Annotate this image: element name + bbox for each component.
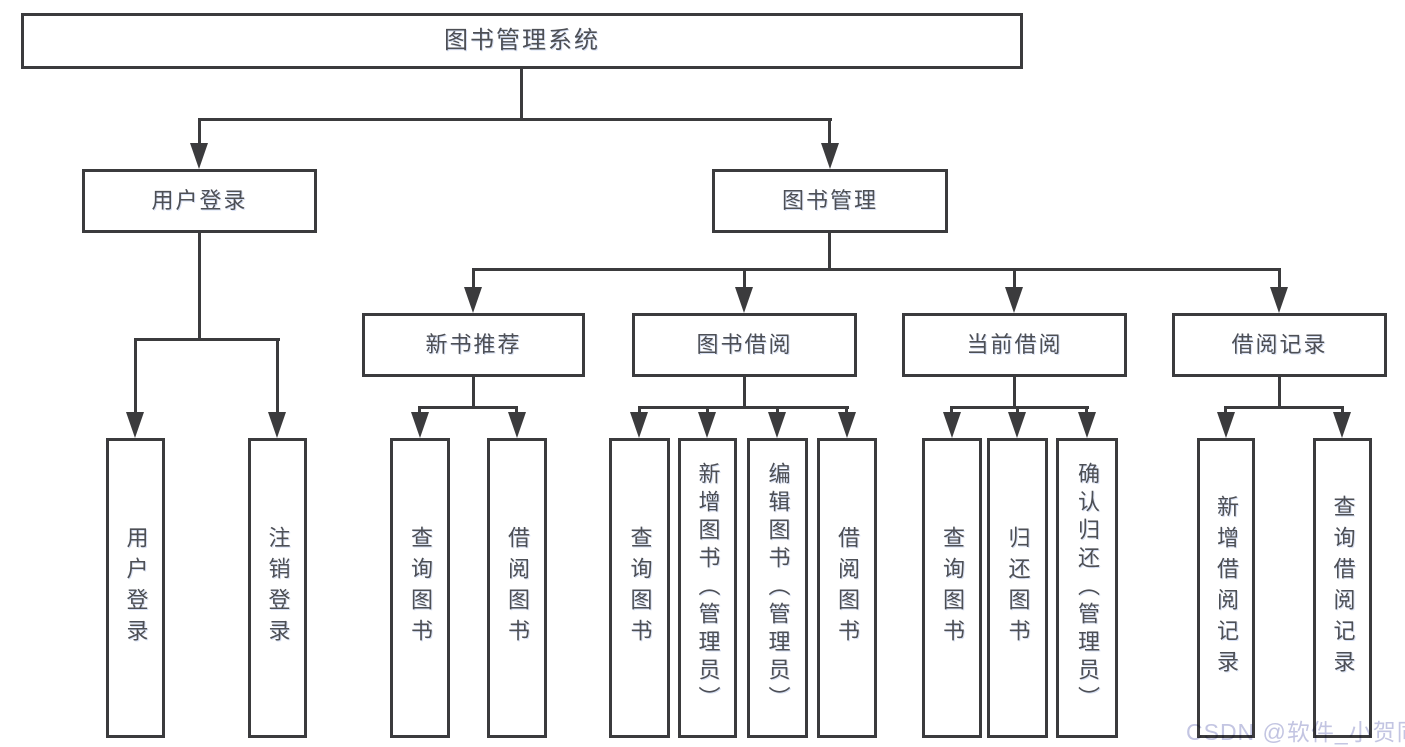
connector-line	[1278, 268, 1281, 290]
node-borrow-record: 借阅记录	[1172, 313, 1387, 377]
leaf-borrow-books-2: 借阅图书	[817, 438, 877, 738]
connector-line	[276, 338, 279, 414]
connector-line	[638, 406, 849, 409]
arrowhead-icon	[1008, 412, 1026, 438]
connector-line	[472, 268, 475, 290]
connector-line	[1224, 406, 1227, 414]
leaf-logout: 注销登录	[248, 438, 307, 738]
leaf-query-books-1: 查询图书	[390, 438, 450, 738]
leaf-confirm-return-admin: 确认归还（管理员）	[1056, 438, 1118, 738]
connector-line	[1013, 268, 1016, 290]
arrowhead-icon	[464, 287, 482, 313]
leaf-query-books-3: 查询图书	[922, 438, 982, 738]
csdn-watermark: CSDN @软件_小贺同学	[1186, 719, 1405, 745]
arrowhead-icon	[821, 143, 839, 169]
leaf-return-books: 归还图书	[987, 438, 1048, 738]
connector-line	[418, 406, 421, 414]
arrowhead-icon	[508, 412, 526, 438]
connector-line	[198, 118, 832, 121]
arrowhead-icon	[126, 412, 144, 438]
connector-line	[520, 69, 523, 121]
node-root: 图书管理系统	[21, 13, 1023, 69]
connector-line	[1085, 406, 1088, 414]
connector-line	[134, 338, 137, 414]
arrowhead-icon	[768, 412, 786, 438]
connector-line	[472, 377, 475, 409]
connector-line	[1341, 406, 1344, 414]
arrowhead-icon	[838, 412, 856, 438]
connector-line	[776, 406, 779, 414]
arrowhead-icon	[1005, 287, 1023, 313]
leaf-edit-books-admin: 编辑图书（管理员）	[747, 438, 808, 738]
connector-line	[134, 338, 280, 341]
arrowhead-icon	[1270, 287, 1288, 313]
connector-line	[706, 406, 709, 414]
connector-line	[515, 406, 518, 414]
arrowhead-icon	[268, 412, 286, 438]
connector-line	[828, 118, 831, 146]
connector-line	[845, 406, 848, 414]
leaf-borrow-books-1: 借阅图书	[487, 438, 547, 738]
arrowhead-icon	[1217, 412, 1235, 438]
connector-line	[198, 233, 201, 341]
node-user-login: 用户登录	[82, 169, 317, 233]
connector-line	[743, 268, 746, 290]
arrowhead-icon	[1333, 412, 1351, 438]
leaf-user-login: 用户登录	[106, 438, 165, 738]
connector-line	[743, 377, 746, 409]
node-current-borrow: 当前借阅	[902, 313, 1127, 377]
connector-line	[950, 406, 1089, 409]
connector-line	[828, 233, 831, 271]
connector-line	[950, 406, 953, 414]
leaf-query-books-2: 查询图书	[609, 438, 670, 738]
node-book-borrow: 图书借阅	[632, 313, 857, 377]
connector-line	[638, 406, 641, 414]
leaf-query-borrow-record: 查询借阅记录	[1313, 438, 1372, 738]
node-book-management: 图书管理	[712, 169, 948, 233]
arrowhead-icon	[735, 287, 753, 313]
arrowhead-icon	[190, 143, 208, 169]
node-new-book-recommend: 新书推荐	[362, 313, 585, 377]
leaf-add-books-admin: 新增图书（管理员）	[678, 438, 737, 738]
arrowhead-icon	[411, 412, 429, 438]
connector-line	[1016, 406, 1019, 414]
leaf-add-borrow-record: 新增借阅记录	[1197, 438, 1255, 738]
arrowhead-icon	[1078, 412, 1096, 438]
connector-line	[418, 406, 518, 409]
connector-line	[472, 268, 1281, 271]
connector-line	[1278, 377, 1281, 409]
connector-line	[1224, 406, 1344, 409]
arrowhead-icon	[698, 412, 716, 438]
connector-line	[1013, 377, 1016, 409]
arrowhead-icon	[943, 412, 961, 438]
arrowhead-icon	[630, 412, 648, 438]
connector-line	[198, 118, 201, 146]
